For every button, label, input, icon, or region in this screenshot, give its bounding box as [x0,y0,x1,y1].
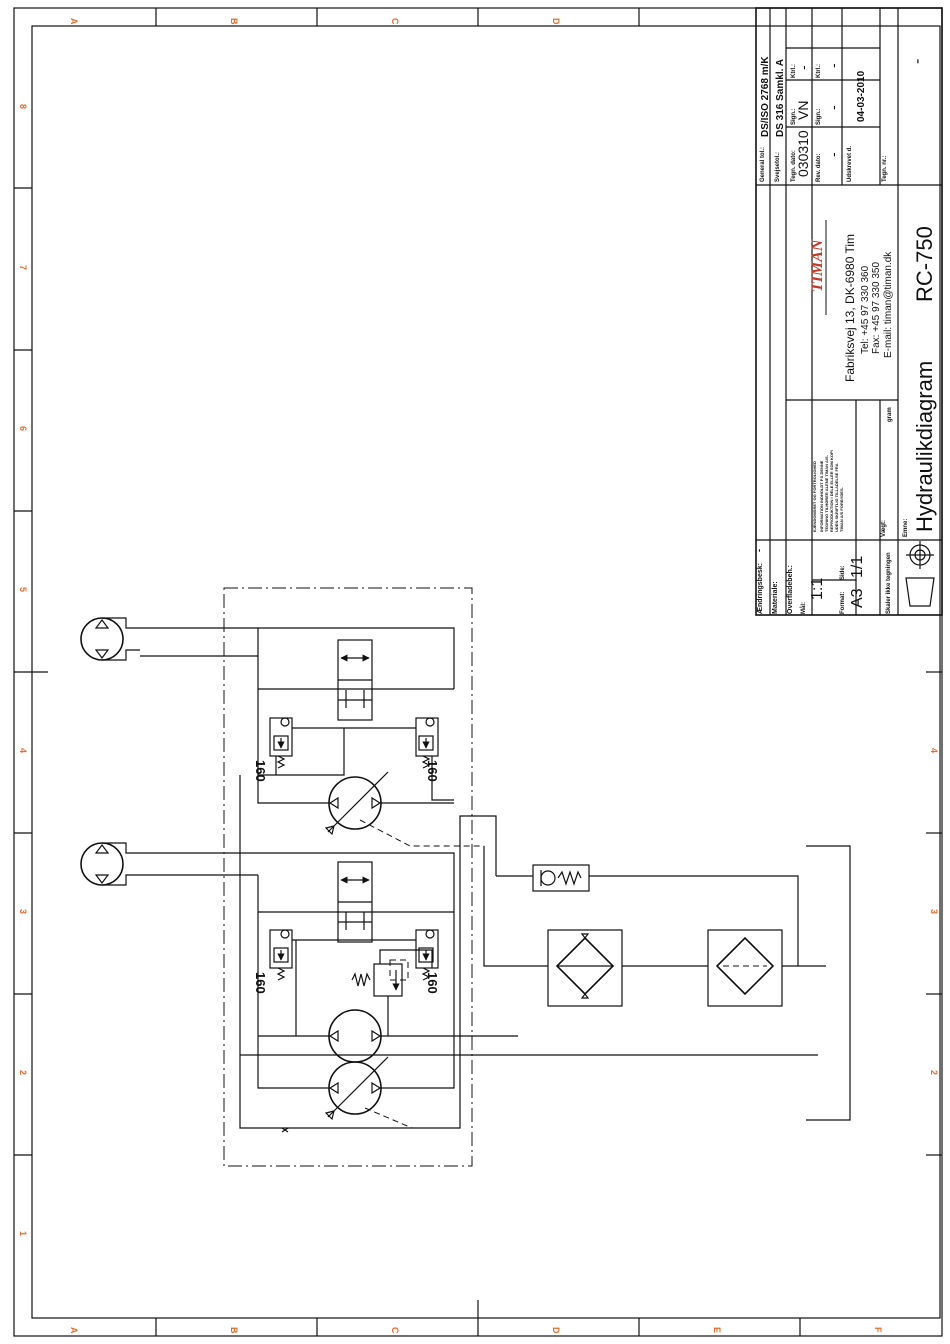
zone-top-d: D [551,18,561,25]
sign-label-2: Sign.: [816,108,822,125]
ktrl-label-2: Ktrl.: [816,64,822,78]
vaegt-unit: gram [887,407,893,422]
relief-valve-upper-right [415,717,439,769]
rev-dato-value: - [825,152,841,157]
check-valve [496,864,799,966]
zone-left-6: 6 [18,426,28,431]
maal-label: Mål: [800,602,807,614]
timan-logo: TIMAN [809,220,827,315]
manifold-outline [223,587,473,1167]
format-label: Format: [840,592,846,614]
variable-pump-upper [257,689,484,847]
drawing-frame [13,7,943,1337]
zone-top-a: A [69,18,79,25]
format-value: A3 [849,588,866,608]
emne-label: Emne: [903,519,909,537]
sign-value: VN [795,101,811,120]
zone-bottom-d: D [551,1327,561,1334]
tegn-nr-label: Tegn. nr.: [882,155,888,182]
udskrevet-value: 04-03-2010 [856,70,867,122]
zone-left-5: 5 [18,587,28,592]
aendringsbesk-value: - [754,549,764,552]
directional-valve-lower [337,861,373,943]
confidential-line: TIMAN A/S FORBYDES. [839,487,844,532]
maal-value: 1:1 [809,578,826,600]
zone-left-8: 8 [18,104,28,109]
vaegt-label: Vægt: [881,520,887,537]
title-block-texts: Ændringsbesk: - Materiale: Overfladebeh.… [754,56,937,614]
confidential-line: UDEN SKRIFTLIG TILLADELSE FRA [834,463,839,532]
zone-bottom-b: B [229,1327,239,1334]
ktrl-label: Ktrl.: [791,64,797,78]
sign-label: Sign.: [791,108,797,125]
confidential-notice: EJENDOMSRET OG FORTROLIGHED INFORMATION … [812,450,844,532]
svejsetol-label: Svejsetol.: [775,152,781,182]
side-value: 1/1 [849,556,866,578]
pressure-reducing-valve [351,949,433,1036]
ktrl-value: - [795,65,811,70]
fax: Fax: +45 97 330 350 [871,262,882,354]
relief-valve-upper-left [269,717,293,769]
confidential-line: INFORMATION INDHOLDT PÅ DENNE [819,460,824,532]
relief-valve-lower-right [415,929,439,981]
hydraulic-motor-upper [80,617,259,689]
general-tol-label: General tol.: [760,147,766,182]
zone-top-b: B [229,18,239,25]
drawing-title: Hydraulikdiagram [912,361,937,532]
zone-bottom-c: C [390,1327,400,1334]
relief-pressure-lower-left: 160 [253,972,268,994]
udskrevet-label: Udskrevet d. [847,146,853,182]
relief-valve-lower-left [269,929,293,981]
zone-left-4: 4 [18,748,28,753]
address: Fabriksvej 13, DK-6980 Tim [843,234,857,382]
sign-value-2: - [825,105,841,110]
skaler-label: Skaler ikke tegningen [886,552,892,614]
zone-bottom-e: E [712,1327,722,1333]
zone-left-1: 1 [18,1231,28,1236]
zone-left-2: 2 [18,1070,28,1075]
zone-right-2: 2 [929,1070,939,1075]
confidential-line: REPRODUKTION I DELE ELLER SOM KOPI [829,450,834,532]
zone-left-7: 7 [18,265,28,270]
hydraulic-schematic: 160 160 [80,587,851,1167]
relief-pressure-upper-left: 160 [253,760,268,782]
zone-bottom-f: F [873,1327,883,1333]
zone-bottom-a: A [69,1327,79,1334]
zone-labels: A B C D A B C D E F 8 7 6 5 4 3 2 1 4 3 … [18,18,939,1334]
telephone: Tel: +45 97 330 360 [860,265,871,354]
tegn-dato-value: 030310 [795,130,811,177]
overfladebeh-label: Overfladebeh.: [787,565,794,614]
filter-2 [707,929,826,1007]
zone-right-4: 4 [929,748,939,753]
zone-right-3: 3 [929,909,939,914]
email: E-mail: timan@timan.dk [883,251,894,358]
svejsetol-value: DS 316 Samkl. A [775,59,786,137]
tank-outline [806,845,851,1121]
zone-left-3: 3 [18,909,28,914]
confidential-line: TEGNING TILHØRER ALENE TIMAN A/S. [824,455,829,532]
general-tol-value: DS/ISO 2768 m/K [760,56,771,137]
logo-text: TIMAN [809,238,826,292]
drawing-model: RC-750 [912,226,937,302]
directional-valve-upper [337,639,373,721]
confidential-line: EJENDOMSRET OG FORTROLIGHED [812,461,817,532]
tegn-dato-label: Tegn. dato: [791,150,797,182]
filter-1 [547,929,708,1007]
aendringsbesk-label: Ændringsbesk: [757,563,764,614]
materiale-label: Materiale: [772,581,779,614]
hydraulic-motor-lower [80,842,258,886]
ktrl-value-2: - [825,63,841,68]
zone-top-c: C [390,18,400,25]
tegn-nr-value: - [909,59,926,64]
rev-dato-label: Rev. dato: [816,153,822,182]
title-block [755,7,943,616]
orifice-symbol [281,1127,289,1133]
relief-pressure-lower-right: 160 [425,972,440,994]
projection-symbol-icon [905,541,935,607]
variable-pump-lower [257,912,455,1129]
side-label: Side: [840,565,846,580]
